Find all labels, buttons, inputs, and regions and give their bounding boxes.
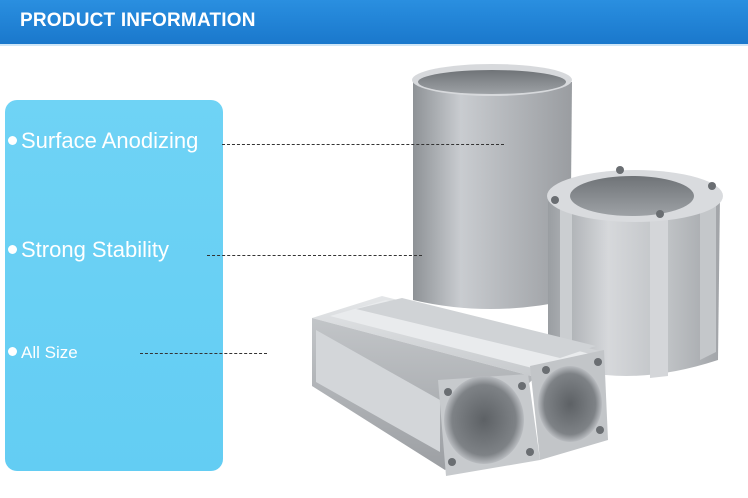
bullet-dot-icon (8, 135, 17, 145)
feature-label: Strong Stability (21, 237, 169, 262)
feature-item-all-size: All Size (8, 343, 78, 363)
feature-label: All Size (21, 343, 78, 362)
page-title: PRODUCT INFORMATION (20, 10, 256, 31)
bullet-dot-icon (8, 244, 17, 254)
leader-line (207, 255, 422, 256)
bullet-dot-icon (8, 347, 17, 357)
aluminum-tube-icon (312, 64, 723, 476)
feature-panel (5, 100, 223, 471)
leader-line (222, 144, 504, 145)
feature-item-surface-anodizing: Surface Anodizing (8, 128, 198, 154)
leader-line (140, 353, 267, 354)
feature-item-strong-stability: Strong Stability (8, 237, 169, 263)
header-divider (0, 44, 748, 46)
feature-label: Surface Anodizing (21, 128, 199, 153)
header-bar: PRODUCT INFORMATION (0, 0, 748, 44)
